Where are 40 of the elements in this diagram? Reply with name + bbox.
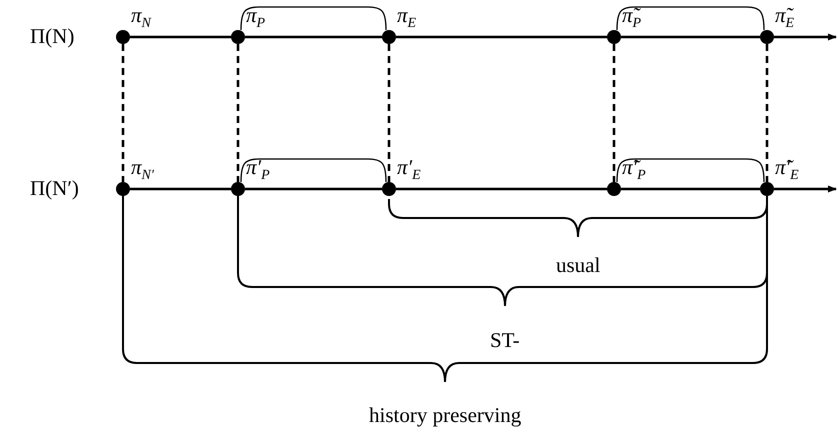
point-label: π′$_{P}$ bbox=[246, 157, 270, 184]
point-label: π̃$_{P}$ bbox=[622, 5, 642, 32]
line bbox=[621, 188, 760, 190]
brace-label: history preserving bbox=[369, 405, 522, 426]
dashed-line bbox=[122, 44, 124, 182]
point-label: π̃′$_{E}$ bbox=[775, 157, 799, 184]
point-marker bbox=[231, 30, 245, 44]
brace-label: usual bbox=[556, 255, 600, 276]
row-label: Π(N′) bbox=[30, 178, 79, 199]
point-label: π̃$_{E}$ bbox=[775, 5, 794, 32]
line bbox=[396, 188, 607, 190]
line bbox=[396, 36, 607, 38]
dashed-line bbox=[236, 44, 240, 182]
arrow bbox=[774, 185, 837, 193]
line bbox=[621, 36, 760, 38]
point-marker bbox=[382, 182, 396, 196]
point-marker bbox=[116, 182, 130, 196]
row-label: Π(N) bbox=[30, 26, 74, 47]
point-marker bbox=[231, 182, 245, 196]
point-label: π$_{N}$ bbox=[131, 5, 151, 32]
line bbox=[245, 36, 382, 38]
dashed-line bbox=[388, 44, 390, 182]
point-label: π̃′$_{P}$ bbox=[622, 157, 646, 184]
point-marker bbox=[760, 30, 774, 44]
point-marker bbox=[607, 30, 621, 44]
dashed-line bbox=[766, 44, 768, 182]
dashed-line bbox=[612, 44, 616, 182]
line bbox=[130, 188, 231, 190]
point-marker bbox=[760, 182, 774, 196]
point-marker bbox=[116, 30, 130, 44]
point-label: π$_{N′}$ bbox=[131, 157, 154, 184]
point-label: π′$_{E}$ bbox=[397, 157, 421, 184]
point-marker bbox=[382, 30, 396, 44]
line bbox=[130, 36, 231, 38]
brace-label: ST- bbox=[490, 330, 520, 351]
arrow bbox=[774, 33, 837, 41]
point-label: π$_{P}$ bbox=[246, 5, 266, 32]
line bbox=[245, 188, 382, 190]
point-label: π$_{E}$ bbox=[397, 5, 416, 32]
point-marker bbox=[607, 182, 621, 196]
